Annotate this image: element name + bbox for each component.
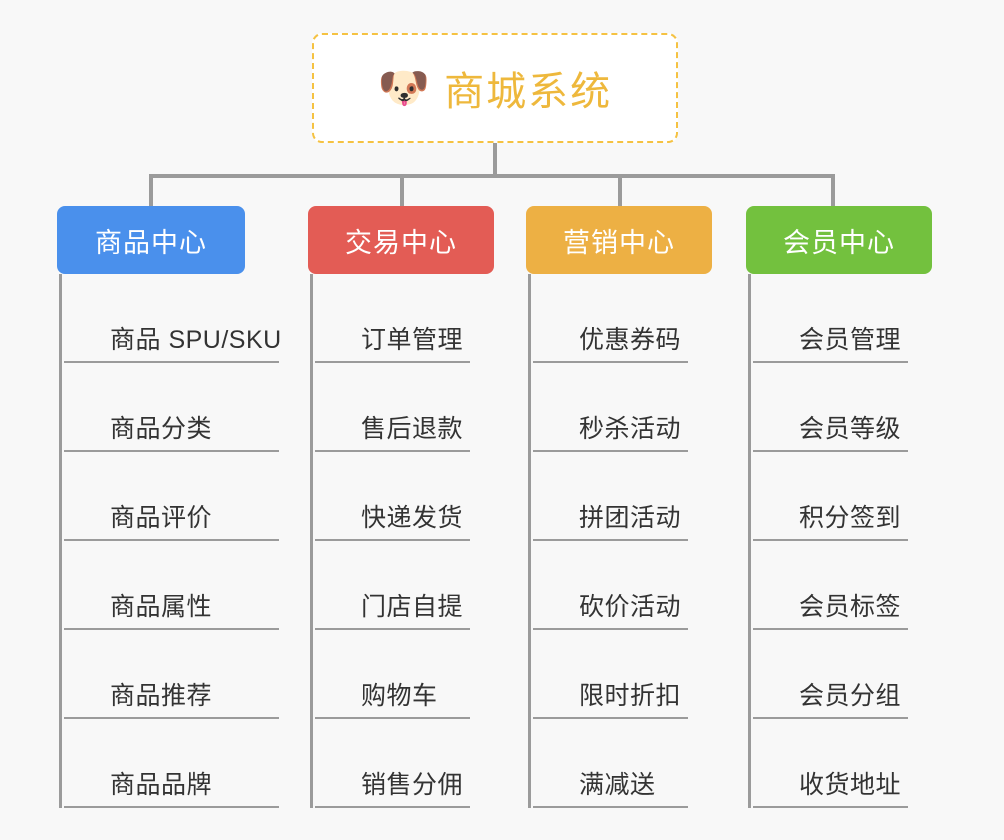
leaf-label: 订单管理 [361, 326, 464, 354]
leaf-label: 满减送 [579, 771, 656, 799]
connector-drop-branch-4 [831, 174, 835, 206]
leaf-underline [533, 717, 688, 719]
list-item[interactable]: 会员分组 [753, 630, 932, 719]
branch-header-label: 商品中心 [95, 227, 207, 258]
list-item[interactable]: 积分签到 [753, 452, 932, 541]
list-item[interactable]: 门店自提 [315, 541, 494, 630]
branch-marketing-center: 营销中心 优惠券码 秒杀活动 拼团活动 砍价活动 限时折扣 [526, 206, 712, 808]
list-item[interactable]: 限时折扣 [533, 630, 712, 719]
branch-header-product-center[interactable]: 商品中心 [57, 206, 245, 274]
leaf-underline [64, 806, 279, 808]
leaf-label: 商品评价 [110, 504, 213, 532]
leaf-underline [753, 806, 908, 808]
list-item[interactable]: 商品 SPU/SKU [64, 274, 281, 363]
leaf-underline [64, 361, 279, 363]
branch-body-marketing-center: 优惠券码 秒杀活动 拼团活动 砍价活动 限时折扣 满减送 [528, 274, 712, 808]
list-item[interactable]: 优惠券码 [533, 274, 712, 363]
leaf-label: 门店自提 [361, 593, 464, 621]
leaf-label: 快递发货 [361, 504, 464, 532]
dog-face-icon: 🐶 [377, 64, 431, 111]
connector-drop-branch-2 [400, 174, 404, 206]
list-item[interactable]: 商品评价 [64, 452, 279, 541]
list-item[interactable]: 收货地址 [753, 719, 932, 808]
connector-root-stem [493, 143, 497, 176]
list-item[interactable]: 会员等级 [753, 363, 932, 452]
leaf-underline [315, 806, 470, 808]
leaf-underline [533, 361, 688, 363]
leaf-underline [64, 450, 279, 452]
leaf-label: 秒杀活动 [579, 415, 682, 443]
leaf-label: 会员等级 [799, 415, 902, 443]
leaf-label: 商品分类 [110, 415, 213, 443]
leaf-underline [753, 717, 908, 719]
list-item[interactable]: 快递发货 [315, 452, 494, 541]
branch-header-label: 交易中心 [345, 227, 457, 258]
branch-header-trade-center[interactable]: 交易中心 [308, 206, 494, 274]
leaf-label: 会员标签 [799, 593, 902, 621]
leaf-label: 会员分组 [799, 682, 902, 710]
leaf-label: 拼团活动 [579, 504, 682, 532]
leaf-label: 优惠券码 [579, 326, 682, 354]
leaf-label: 积分签到 [799, 504, 902, 532]
leaf-underline [64, 628, 279, 630]
connector-drop-branch-1 [149, 174, 153, 206]
branch-header-member-center[interactable]: 会员中心 [746, 206, 932, 274]
connector-drop-branch-3 [618, 174, 622, 206]
list-item[interactable]: 售后退款 [315, 363, 494, 452]
leaf-underline [753, 628, 908, 630]
list-item[interactable]: 砍价活动 [533, 541, 712, 630]
leaf-label: 限时折扣 [579, 682, 682, 710]
leaf-label: 商品推荐 [110, 682, 213, 710]
branch-header-label: 营销中心 [563, 227, 675, 258]
leaf-underline [315, 450, 470, 452]
leaf-underline [315, 361, 470, 363]
leaf-underline [533, 539, 688, 541]
leaf-label: 销售分佣 [361, 771, 464, 799]
leaf-underline [315, 717, 470, 719]
list-item[interactable]: 购物车 [315, 630, 494, 719]
leaf-underline [64, 717, 279, 719]
list-item[interactable]: 商品品牌 [64, 719, 279, 808]
branch-product-center: 商品中心 商品 SPU/SKU 商品分类 商品评价 商品属性 商品推荐 [57, 206, 281, 808]
leaf-underline [315, 628, 470, 630]
branch-body-member-center: 会员管理 会员等级 积分签到 会员标签 会员分组 收货地址 [748, 274, 932, 808]
root-node-mall-system[interactable]: 🐶 商城系统 [312, 33, 678, 143]
leaf-label: 购物车 [361, 682, 438, 710]
leaf-label: 商品品牌 [110, 771, 213, 799]
branch-trade-center: 交易中心 订单管理 售后退款 快递发货 门店自提 购物车 [308, 206, 494, 808]
list-item[interactable]: 销售分佣 [315, 719, 494, 808]
leaf-underline [533, 450, 688, 452]
branch-body-trade-center: 订单管理 售后退款 快递发货 门店自提 购物车 销售分佣 [310, 274, 494, 808]
leaf-underline [315, 539, 470, 541]
leaf-label: 商品属性 [110, 593, 213, 621]
leaf-label: 商品 SPU/SKU [110, 326, 282, 354]
list-item[interactable]: 商品分类 [64, 363, 279, 452]
leaf-underline [533, 628, 688, 630]
branch-body-product-center: 商品 SPU/SKU 商品分类 商品评价 商品属性 商品推荐 商品品牌 [59, 274, 281, 808]
list-item[interactable]: 订单管理 [315, 274, 494, 363]
list-item[interactable]: 商品属性 [64, 541, 279, 630]
list-item[interactable]: 商品推荐 [64, 630, 279, 719]
branch-member-center: 会员中心 会员管理 会员等级 积分签到 会员标签 会员分组 [746, 206, 932, 808]
list-item[interactable]: 秒杀活动 [533, 363, 712, 452]
list-item[interactable]: 会员标签 [753, 541, 932, 630]
leaf-underline [753, 539, 908, 541]
root-node-title: 商城系统 [444, 70, 613, 114]
leaf-underline [64, 539, 279, 541]
leaf-label: 收货地址 [799, 771, 902, 799]
list-item[interactable]: 满减送 [533, 719, 712, 808]
leaf-label: 砍价活动 [579, 593, 682, 621]
leaf-label: 售后退款 [361, 415, 464, 443]
list-item[interactable]: 拼团活动 [533, 452, 712, 541]
list-item[interactable]: 会员管理 [753, 274, 932, 363]
leaf-underline [753, 361, 908, 363]
branch-header-label: 会员中心 [783, 227, 895, 258]
leaf-label: 会员管理 [799, 326, 902, 354]
branch-header-marketing-center[interactable]: 营销中心 [526, 206, 712, 274]
leaf-underline [533, 806, 688, 808]
leaf-underline [753, 450, 908, 452]
connector-horizontal-bus [149, 174, 833, 178]
